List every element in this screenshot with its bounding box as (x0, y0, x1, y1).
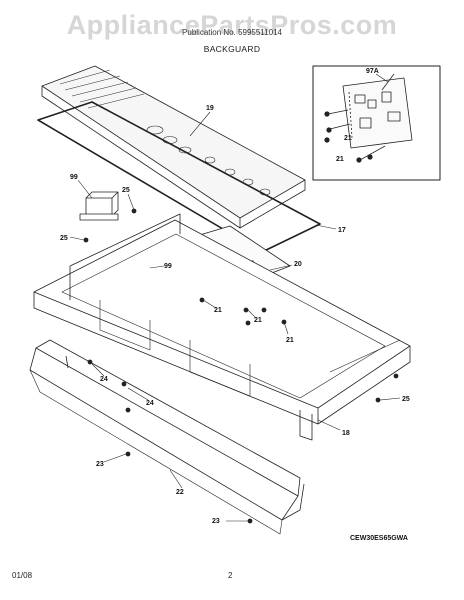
callout-24-a: 24 (100, 376, 108, 383)
footer-page-number: 2 (228, 571, 233, 580)
model-code: CEW30ES65GWA (350, 535, 408, 542)
screws (83, 208, 399, 524)
section-title: BACKGUARD (203, 44, 261, 54)
callout-21-inset-b: 21 (336, 156, 344, 163)
callout-17: 17 (338, 227, 346, 234)
watermark-text: AppliancePartsPros.com (66, 10, 398, 40)
callout-21-b: 21 (254, 317, 262, 324)
footer-date: 01/08 (12, 571, 33, 580)
callout-22: 22 (176, 489, 184, 496)
callout-21-c: 21 (286, 337, 294, 344)
panel-gasket (37, 101, 321, 253)
lower-trim (29, 339, 305, 535)
callout-19: 19 (206, 105, 214, 112)
callout-20: 20 (294, 261, 302, 268)
backguard-frame (33, 213, 411, 441)
callout-97a: 97A (366, 68, 379, 75)
callout-23-a: 23 (96, 461, 104, 468)
callout-25-left: 25 (122, 187, 130, 194)
inset-screws (324, 111, 373, 163)
callout-25-right: 25 (402, 396, 410, 403)
publication-header: Publication No. 5995511014 (182, 28, 282, 37)
callout-18: 18 (342, 430, 350, 437)
control-panel-overlay (41, 65, 306, 229)
callout-24-b: 24 (146, 400, 154, 407)
callout-99-left: 99 (70, 174, 78, 181)
callout-99-right: 99 (164, 263, 172, 270)
callout-21-a: 21 (214, 307, 222, 314)
inset-control-board (327, 73, 413, 161)
relay-left (79, 191, 119, 221)
callout-21-inset-a: 21 (344, 135, 352, 142)
callout-23-b: 23 (212, 518, 220, 525)
callout-25-left-2: 25 (60, 235, 68, 242)
